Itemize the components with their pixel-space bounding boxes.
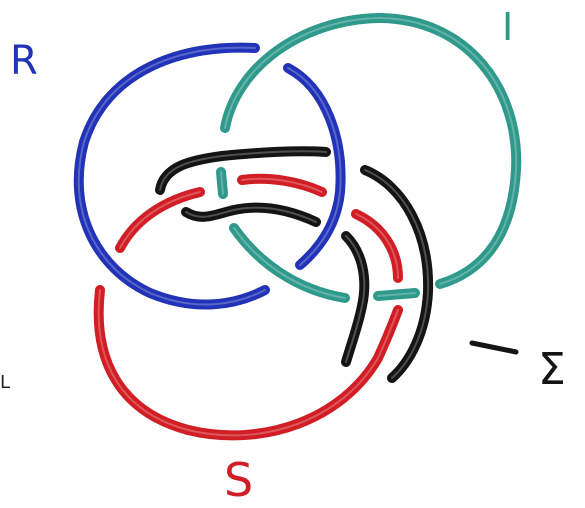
label-e-dash	[472, 343, 516, 352]
label-r: R	[10, 38, 38, 84]
red-ring-arc-left	[120, 192, 200, 248]
red-ring	[99, 179, 398, 436]
label-e: Σ	[538, 344, 566, 395]
blue-ring	[79, 48, 341, 305]
red-ring-arc-main	[99, 290, 398, 435]
label-i: I	[502, 5, 513, 49]
label-l: L	[0, 372, 10, 393]
teal-ring	[221, 18, 516, 298]
blue-ring-arc-right	[288, 68, 341, 265]
label-s: S	[224, 453, 253, 507]
